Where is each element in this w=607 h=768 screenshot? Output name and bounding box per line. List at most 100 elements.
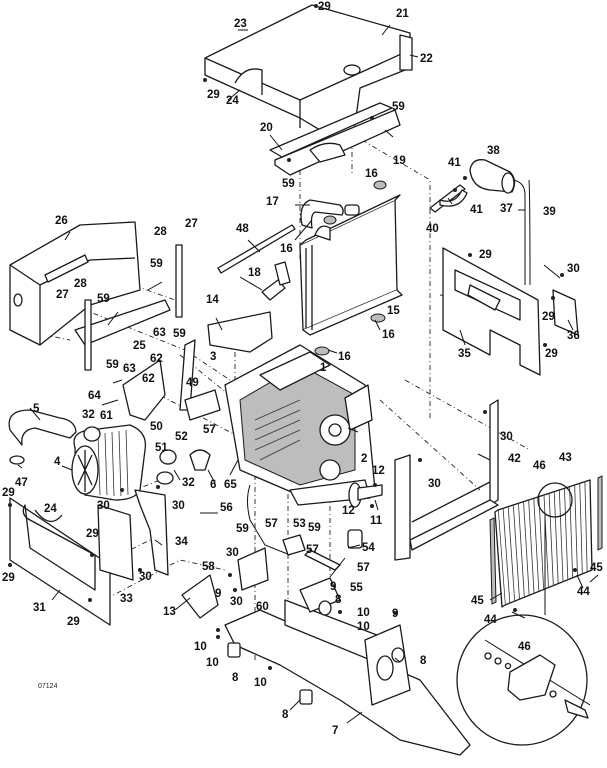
callout-9: 9 [215,588,221,600]
callout-44: 44 [577,586,590,598]
screen-fin [502,508,511,604]
screen-fin [564,488,569,580]
figure-code: 07124 [38,683,58,690]
callout-11: 11 [370,515,383,527]
callout-57: 57 [203,424,216,436]
callout-63: 63 [153,327,166,339]
callout-59: 59 [282,178,295,190]
callout-10: 10 [254,677,267,689]
callout-35: 35 [458,348,471,360]
callout-41: 41 [448,157,461,169]
callout-6: 6 [210,479,216,491]
callout-20: 20 [260,122,273,134]
callout-4: 4 [54,456,61,468]
bracket-plate [181,574,219,619]
callout-65: 65 [224,479,237,491]
callout-60: 60 [256,601,269,613]
top-cover [204,4,413,131]
detail-circle [456,482,591,746]
callout-59: 59 [97,293,110,305]
callout-8: 8 [232,672,239,684]
screen-fin [512,504,520,600]
callout-30: 30 [230,596,243,608]
screen-frame [394,399,499,561]
callout-19: 19 [393,155,406,167]
leader-lines [17,24,599,724]
callout-40: 40 [426,223,439,235]
callout-29: 29 [207,89,220,101]
callout-36: 36 [567,330,580,342]
screen-fin [548,493,554,586]
callout-8: 8 [335,594,342,606]
screen-fin [579,483,583,574]
callout-59: 59 [308,522,321,534]
radiator-hoses [261,199,344,301]
callout-41: 41 [470,204,483,216]
callout-34: 34 [175,536,188,548]
callout-9: 9 [330,581,336,593]
panels-33-34 [97,489,169,581]
callout-29: 29 [318,1,331,13]
callout-30: 30 [567,263,580,275]
callout-56: 56 [220,502,233,514]
callout-15: 15 [387,305,400,317]
callout-58: 58 [202,561,215,573]
screen-fin [569,486,574,578]
callout-24: 24 [44,503,57,515]
callout-62: 62 [150,353,163,365]
callout-16: 16 [365,168,378,180]
callout-8: 8 [282,709,289,721]
callout-59: 59 [106,359,119,371]
callout-29: 29 [86,528,99,540]
callout-29: 29 [542,311,555,323]
shaft-adapter [348,482,383,508]
callout-64: 64 [88,390,101,402]
callout-38: 38 [487,145,500,157]
callout-30: 30 [97,500,110,512]
frame [224,577,471,756]
callout-22: 22 [420,53,433,65]
callout-53: 53 [293,518,306,530]
callout-62: 62 [142,373,155,385]
screen-fin [533,498,540,592]
screen-fin [528,499,535,594]
callout-57: 57 [306,544,319,556]
support-brackets [269,102,401,176]
callout-26: 26 [55,215,68,227]
callout-16: 16 [338,351,351,363]
callout-10: 10 [206,657,219,669]
callout-16: 16 [280,243,293,255]
callout-48: 48 [236,223,249,235]
callout-29: 29 [67,616,80,628]
callout-2: 2 [361,453,367,465]
engine-mounts [227,600,405,705]
callout-46: 46 [533,460,546,472]
screen-fin [558,489,564,582]
callout-9: 9 [392,608,398,620]
callout-21: 21 [396,8,409,20]
callout-12: 12 [372,465,385,477]
callout-27: 27 [185,218,198,230]
callout-labels: 29 21 23 22 29 24 59 20 19 59 16 38 41 4… [2,1,603,737]
callout-7: 7 [332,725,338,737]
callout-10: 10 [357,607,370,619]
callout-29: 29 [479,249,492,261]
callout-28: 28 [154,226,167,238]
callout-23: 23 [234,18,247,30]
screen-fin [507,506,516,602]
callout-59: 59 [392,101,405,113]
callout-37: 37 [500,203,513,215]
callout-59: 59 [150,258,163,270]
radiator-shroud [207,311,273,353]
callout-61: 61 [100,410,113,422]
screen-fin [543,494,549,588]
callout-14: 14 [206,294,219,306]
callout-30: 30 [500,431,513,443]
callout-31: 31 [33,602,46,614]
callout-63: 63 [123,363,136,375]
callout-45: 45 [471,595,484,607]
callout-3: 3 [210,351,216,363]
callout-49: 49 [186,377,199,389]
screen-fin [518,503,525,598]
